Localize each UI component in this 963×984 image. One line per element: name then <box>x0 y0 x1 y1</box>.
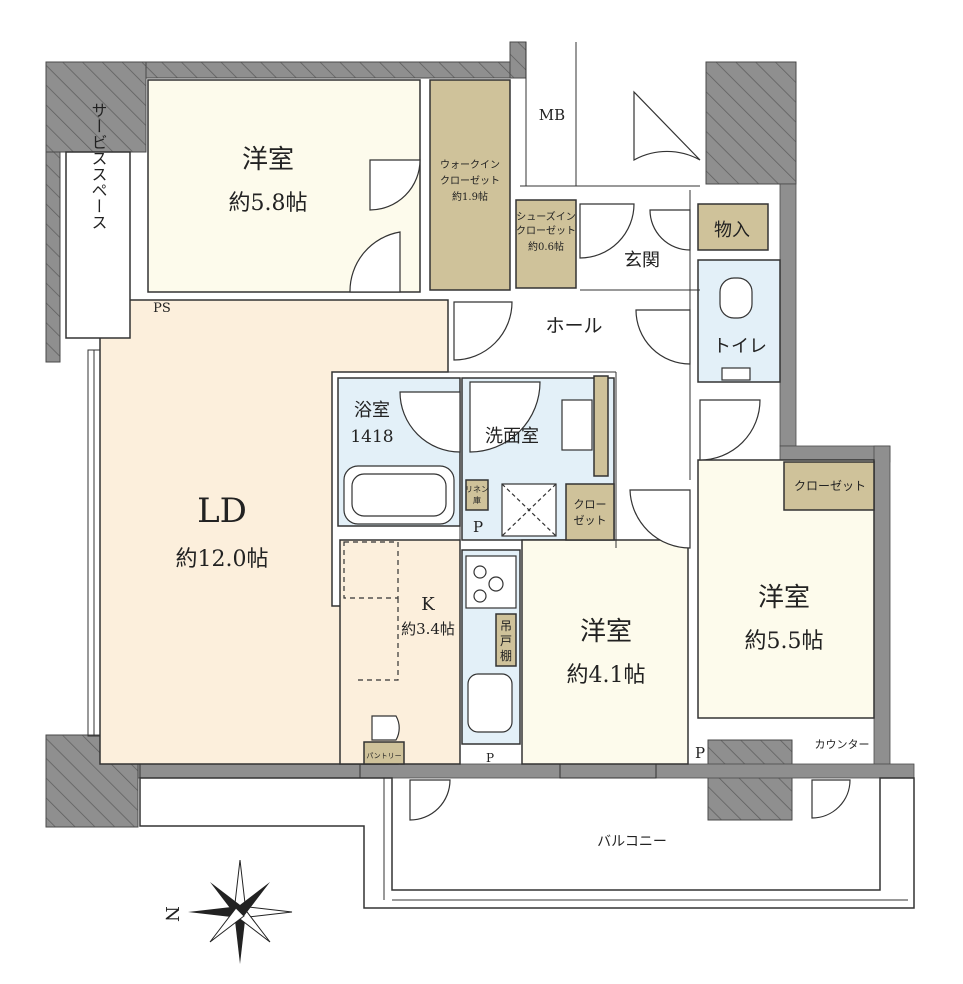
label-shoes-1: シューズイン <box>516 210 576 223</box>
door-washroom <box>469 381 541 453</box>
floor-western-b <box>521 539 689 765</box>
door-counter <box>811 779 851 819</box>
label-washroom: 洗面室 <box>485 426 539 447</box>
label-storage: 物入 <box>714 220 750 241</box>
door-western-a <box>369 159 421 211</box>
label-p2: P <box>695 744 705 762</box>
wall-north <box>145 61 513 79</box>
balcony-outline <box>139 777 915 909</box>
label-western-a-name: 洋室 <box>242 145 294 175</box>
label-pantry: パントリー <box>366 752 401 760</box>
door-western-b <box>629 489 691 549</box>
floor-service-space <box>65 151 131 339</box>
fridge-space <box>343 541 399 599</box>
label-ld-name: LD <box>197 491 247 531</box>
floor-linen <box>465 479 489 511</box>
label-ps: PS <box>153 301 171 316</box>
label-counter: カウンター <box>815 738 870 751</box>
label-cabinet-3: 棚 <box>500 648 512 663</box>
label-western-b-name: 洋室 <box>580 617 632 647</box>
label-mb: MB <box>539 106 565 124</box>
toilet-tank <box>721 367 751 381</box>
label-shoes-2: クローゼット <box>516 225 576 237</box>
label-cabinet-1: 吊 <box>500 619 512 633</box>
wall-mb-post <box>509 41 527 79</box>
label-walk-in-1: ウォークイン <box>440 159 500 171</box>
label-walk-in-size: 約1.9帖 <box>452 190 488 203</box>
door-bath <box>399 391 461 453</box>
toilet-bowl <box>719 277 753 319</box>
label-western-c-size: 約5.5帖 <box>745 629 824 654</box>
label-p1: P <box>473 518 483 536</box>
label-balcony: バルコニー <box>597 834 667 850</box>
label-closet-small-2: ゼット <box>574 514 607 527</box>
door-entrance <box>633 90 701 162</box>
wall-south <box>137 763 915 779</box>
label-bath-name: 浴室 <box>354 400 390 421</box>
floor-vanity <box>593 375 609 477</box>
sink <box>467 673 513 733</box>
wall-east-upper <box>779 183 797 447</box>
door-balcony <box>409 779 451 821</box>
fixtures <box>343 277 753 733</box>
burner-3 <box>473 589 487 603</box>
vanity-basin <box>561 399 593 451</box>
label-western-a-size: 約5.8帖 <box>229 191 308 216</box>
compass <box>188 859 293 964</box>
floor-cabinet <box>495 613 517 667</box>
floor-closet-c <box>783 461 875 511</box>
door-western-a-2 <box>349 231 401 293</box>
label-linen-1: リネン <box>465 485 489 494</box>
label-cabinet-2: 戸 <box>500 634 512 648</box>
floor-walk-in <box>429 79 511 291</box>
door-western-c <box>699 399 761 461</box>
label-western-c-name: 洋室 <box>758 583 810 613</box>
wall-pillar-ne <box>705 61 797 185</box>
floor-storage <box>697 203 769 251</box>
burner-1 <box>473 565 487 579</box>
label-genkan: 玄関 <box>624 250 660 271</box>
floor-kitchen <box>339 539 461 765</box>
label-shoes-size: 約0.6帖 <box>528 240 564 253</box>
burner-2 <box>488 576 504 592</box>
doors <box>349 90 851 821</box>
wall-pillar-nw <box>45 61 147 153</box>
label-compass-n: N <box>161 906 182 922</box>
door-hall <box>453 301 513 361</box>
kitchen-counter-dash <box>356 598 399 681</box>
label-closet-c: クローゼット <box>794 479 866 493</box>
label-kitchen-name: K <box>421 594 435 615</box>
floor-pantry <box>363 741 405 765</box>
label-ld-size: 約12.0帖 <box>176 547 269 572</box>
door-toilet <box>635 309 691 365</box>
window-south-ld <box>139 763 361 779</box>
label-western-b-size: 約4.1帖 <box>567 663 646 688</box>
door-pantry <box>371 715 400 741</box>
floor-closet-small <box>565 483 615 541</box>
label-toilet: トイレ <box>713 336 767 357</box>
exterior-walls <box>45 41 797 828</box>
wall-pillar-se <box>707 739 793 821</box>
window-south-b <box>559 763 657 779</box>
washer-diag-2 <box>501 483 557 537</box>
bathtub-inner <box>351 473 447 517</box>
dashed-areas <box>343 541 399 681</box>
door-storage <box>649 209 691 251</box>
label-p3: P <box>486 751 494 765</box>
label-bath-size: 1418 <box>350 427 393 447</box>
floor-shoes <box>515 199 577 289</box>
label-service-space: サービススペース <box>89 102 108 230</box>
label-hall: ホール <box>545 315 602 337</box>
wall-west-upper <box>45 151 61 363</box>
label-kitchen-size: 約3.4帖 <box>401 620 455 638</box>
label-closet-small-1: クロー <box>574 498 607 511</box>
label-walk-in-2: クローゼット <box>440 175 500 187</box>
door-shoes <box>579 203 635 259</box>
wall-east-lower <box>873 445 891 769</box>
label-linen-2: 庫 <box>473 495 481 505</box>
